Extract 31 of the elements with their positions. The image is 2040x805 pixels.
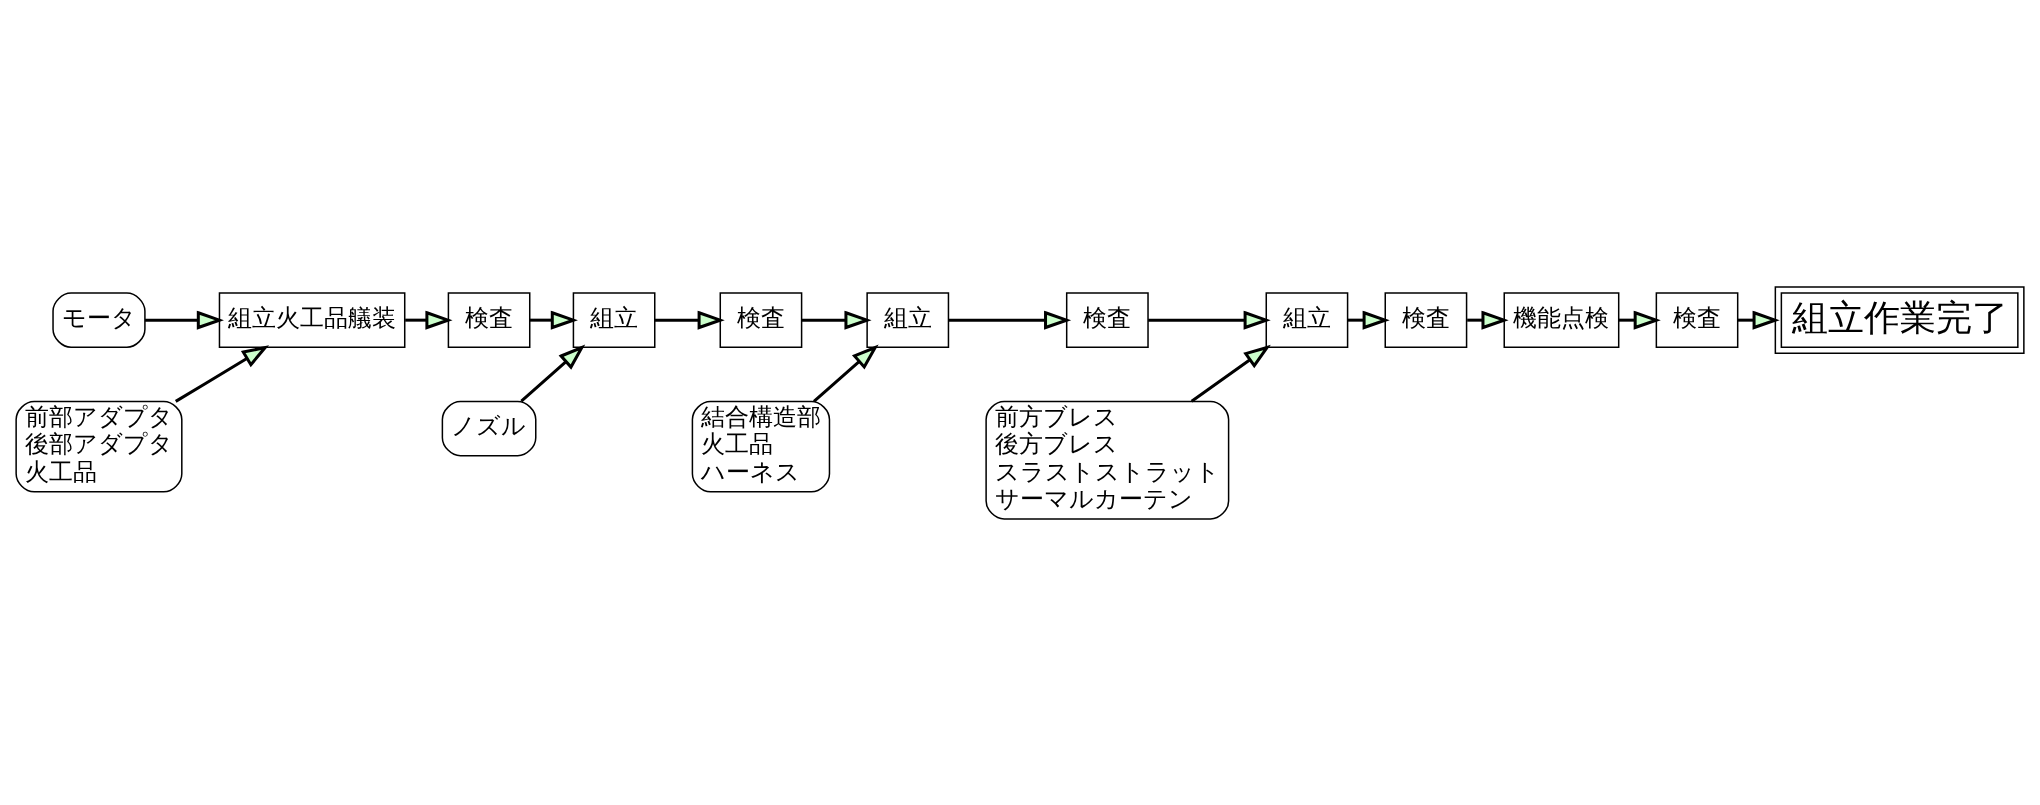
- node-box: 組立: [1265, 291, 1349, 348]
- arrow: [174, 344, 270, 403]
- arrow: [948, 310, 1072, 330]
- node-box: 結合構造部 火工品 ハーネス: [691, 400, 831, 493]
- node-box: 組立火工品艤装: [218, 291, 406, 348]
- arrow: [529, 310, 578, 330]
- arrow: [812, 344, 879, 402]
- node-box: ノズル: [441, 400, 537, 456]
- arrow: [1190, 344, 1271, 402]
- node-box: 前方ブレス 後方ブレス スラストストラット サーマルカーテン: [985, 400, 1230, 520]
- arrow: [1148, 310, 1271, 330]
- arrow: [1467, 310, 1509, 330]
- node-box: 前部アダプタ 後部アダプタ 火工品: [15, 400, 183, 493]
- arrow: [520, 344, 586, 402]
- arrow: [405, 310, 453, 330]
- node-box: 検査: [1065, 291, 1149, 348]
- arrow: [145, 310, 224, 330]
- node-box: 組立作業完了: [1774, 285, 2025, 354]
- node-box: 組立: [866, 291, 950, 348]
- node-box: 機能点検: [1503, 291, 1620, 348]
- node-box: 検査: [447, 291, 531, 348]
- arrow: [1347, 310, 1390, 330]
- arrow: [1618, 310, 1661, 330]
- node-box: 検査: [1655, 291, 1739, 348]
- node-box: モータ: [52, 291, 146, 348]
- arrow: [1737, 310, 1780, 330]
- node-box: 検査: [1384, 291, 1468, 348]
- node-box: 組立: [572, 291, 656, 348]
- arrow: [801, 310, 872, 330]
- node-box: 検査: [719, 291, 803, 348]
- arrow: [654, 310, 725, 330]
